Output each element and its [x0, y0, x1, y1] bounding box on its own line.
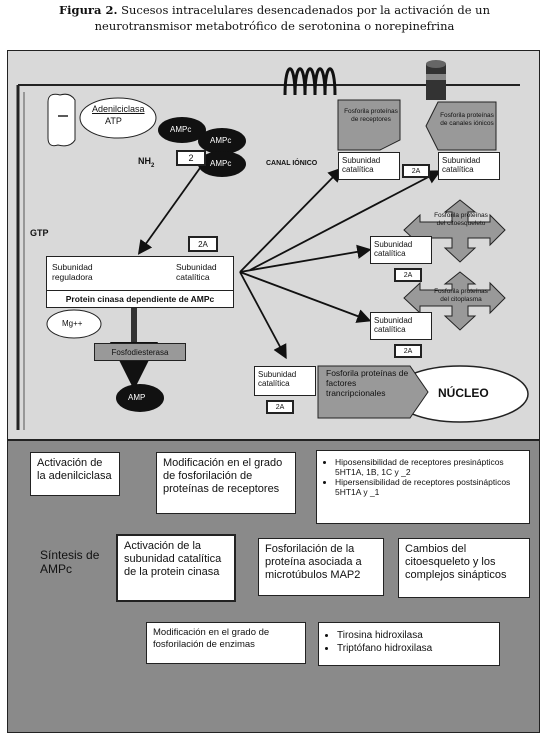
badge-2a-cito: 2A	[394, 268, 422, 282]
arrow-to-pk	[137, 167, 201, 255]
arrow-cito	[239, 244, 372, 273]
fosf-citoplasma-label: Fosforila proteínas del citoplasma	[434, 288, 488, 303]
citoplasma-fourway-arrow	[403, 271, 506, 331]
mg-oval	[46, 309, 102, 339]
badge-2a-factores: 2A	[266, 400, 294, 414]
nh2-label: NH2	[138, 156, 154, 169]
receptores-pentagon	[337, 99, 401, 151]
receptor-coil-icon	[283, 67, 337, 96]
canal-ionico-label: CANAL IÓNICO	[266, 160, 318, 167]
factores-arrow-shape	[317, 365, 429, 419]
nucleo-label: NÚCLEO	[438, 386, 489, 400]
figure-caption: Figura 2. Sucesos intracelulares desenca…	[0, 2, 549, 34]
hipo-list-box: Hiposensibilidad de receptores presinápt…	[316, 450, 530, 524]
fosf-canales-label: Fosforila proteínas de canales iónicos	[440, 112, 494, 127]
fosf-cito-label: Fosforila proteínas del citoesqueleto	[434, 212, 488, 227]
ampc-label-4: AMPc	[128, 265, 150, 274]
fosfodiesterasa-box: Fosfodiesterasa	[94, 343, 186, 361]
hipo-item-1: Hiposensibilidad de receptores presinápt…	[335, 457, 525, 477]
caption-line1: Sucesos intracelulares desencadenados po…	[121, 3, 490, 17]
ampc-oval-1	[158, 117, 206, 143]
nh2-text: NH	[138, 156, 151, 166]
gtp-label: GTP	[30, 228, 49, 238]
badge-2a-pk: 2A	[188, 236, 218, 252]
cito-fourway-arrow	[403, 199, 506, 263]
caption-label: Figura 2.	[59, 3, 118, 17]
arrow-factores	[239, 271, 287, 360]
arrow-citoplasma	[239, 271, 372, 323]
fosf-receptores-label: Fosforila proteínas de receptores	[344, 108, 398, 123]
mod-enzimas-box: Modificación en el grado de fosforilació…	[146, 622, 306, 664]
activacion-adenilciclasa-box: Activación de la adenilciclasa	[30, 452, 120, 496]
subunidad-factores: Subunidad catalítica	[254, 366, 316, 396]
sintesis-label: Síntesis de AMPc	[40, 548, 100, 576]
amp-label: AMP	[128, 393, 146, 402]
g-protein-shape	[47, 93, 76, 147]
pk-label: Protein cinasa dependiente de AMPc	[46, 290, 234, 308]
nh2-subscript: 2	[151, 162, 155, 169]
arrow-receptores	[239, 167, 343, 273]
cambios-box: Cambios del citoesqueleto y los complejo…	[398, 538, 530, 598]
badge-2a-citoplasma: 2A	[394, 344, 422, 358]
two-badge: 2	[176, 150, 206, 166]
subunidad-canales: Subunidad catalítica	[438, 152, 500, 180]
arrow-canales	[249, 170, 442, 271]
hipo-item-2: Hipersensibilidad de receptores postsiná…	[335, 477, 525, 497]
triptofano-item: Triptófano hidroxilasa	[337, 642, 495, 655]
amp-oval	[116, 384, 164, 412]
atp-label: ATP	[105, 116, 122, 126]
fosf-map2-box: Fosforilación de la proteína asociada a …	[258, 538, 384, 596]
activacion-subunidad-box: Activación de la subunidad catalítica de…	[116, 534, 236, 602]
adenylate-cyclase-shape	[79, 97, 157, 139]
badge-2a-receptores: 2A	[402, 164, 430, 178]
reguladora-label: Subunidad reguladora	[52, 262, 93, 282]
ampc-label-1: AMPc	[170, 125, 192, 134]
ampc-oval-3	[198, 151, 246, 177]
ampc-label-3: AMPc	[210, 159, 232, 168]
ampc-label-2: AMPc	[210, 136, 232, 145]
mg-label: Mg++	[62, 319, 83, 328]
caption-line2: neurotransmisor metabotrófico de seroton…	[94, 19, 455, 33]
ampc-oval-2	[198, 128, 246, 154]
ion-channel-icon	[426, 64, 446, 100]
subunidad-cito: Subunidad catalítica	[370, 236, 432, 264]
subunidad-citoplasma: Subunidad catalítica	[370, 312, 432, 340]
fosf-factores-label: Fosforila proteínas de factores trancrip…	[326, 368, 409, 398]
enzimas-list-box: Tirosina hidroxilasa Triptófano hidroxil…	[318, 622, 500, 666]
tirosina-item: Tirosina hidroxilasa	[337, 629, 495, 642]
catalitica-label: Subunidad catalítica	[176, 262, 217, 282]
canales-pentagon	[425, 101, 497, 151]
mod-receptores-box: Modificación en el grado de fosforilació…	[156, 452, 296, 514]
subunidad-receptores: Subunidad catalítica	[338, 152, 400, 180]
adenilciclasa-label: Adenilciclasa	[92, 104, 145, 114]
